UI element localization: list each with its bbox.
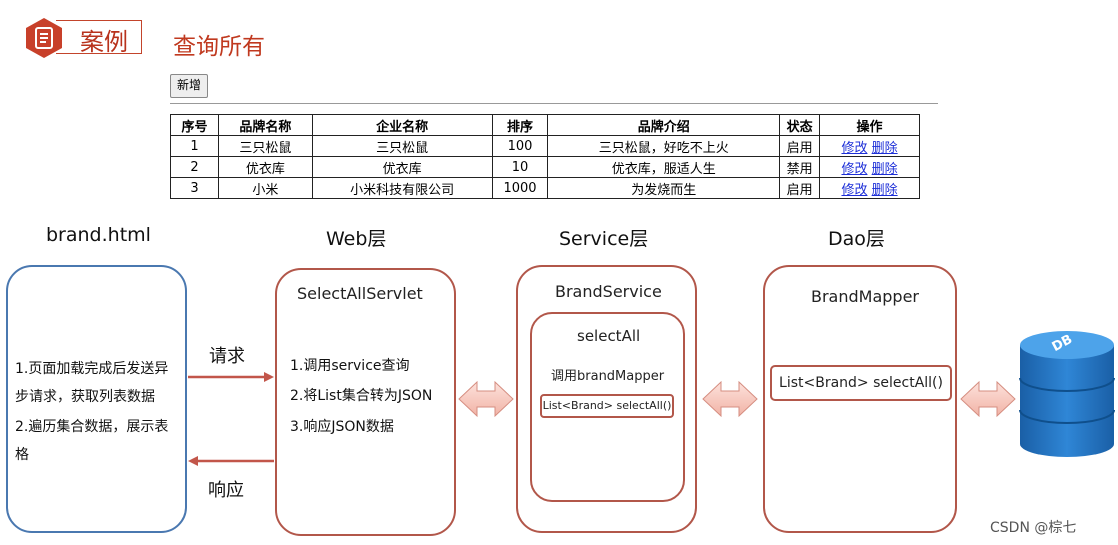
cell-status: 禁用 (779, 156, 821, 178)
request-arrow (188, 372, 274, 382)
response-arrow (188, 456, 274, 466)
divider (170, 103, 938, 104)
cell-status: 启用 (779, 135, 821, 157)
web-step-3: 3.响应JSON数据 (290, 419, 394, 435)
cell-status: 启用 (779, 177, 821, 199)
web-step-1: 1.调用service查询 (290, 358, 410, 374)
cell-id: 3 (170, 177, 219, 199)
edit-link[interactable]: 修改 (841, 140, 868, 156)
add-button[interactable]: 新增 (170, 74, 209, 98)
dao-db-double-arrow (960, 380, 1016, 418)
database-icon (1019, 331, 1115, 457)
brand-table: 序号 品牌名称 企业名称 排序 品牌介绍 状态 操作 1 三只松鼠 三只松鼠 1… (170, 114, 920, 199)
cell-order: 1000 (491, 177, 549, 199)
cell-company: 小米科技有限公司 (311, 177, 493, 199)
web-layer-box (275, 268, 456, 536)
page-title: 查询所有 (173, 34, 265, 60)
dao-layer-box (763, 265, 957, 533)
case-badge-frame (56, 20, 142, 54)
delete-link[interactable]: 删除 (871, 161, 898, 177)
case-badge-icon (26, 18, 62, 58)
service-signature: List<Brand> selectAll() (540, 394, 674, 418)
table-row: 3 小米 小米科技有限公司 1000 为发烧而生 启用 修改 删除 (170, 177, 920, 199)
service-method-box (530, 312, 685, 502)
cell-brand: 小米 (217, 177, 313, 199)
delete-link[interactable]: 删除 (871, 182, 898, 198)
edit-link[interactable]: 修改 (841, 182, 868, 198)
request-label: 请求 (209, 346, 245, 367)
web-step-2: 2.将List集合转为JSON (290, 388, 433, 404)
response-label: 响应 (208, 480, 244, 501)
service-name: BrandService (555, 282, 662, 301)
html-step-1: 1.页面加载完成后发送异 (15, 361, 169, 377)
web-service-double-arrow (458, 380, 514, 418)
layer-title-service: Service层 (559, 228, 649, 250)
html-layer-box (6, 265, 187, 533)
cell-desc: 为发烧而生 (547, 177, 781, 199)
mapper-signature: List<Brand> selectAll() (770, 365, 952, 401)
service-call-text: 调用brandMapper (551, 369, 665, 384)
delete-link[interactable]: 删除 (871, 140, 898, 156)
layer-title-web: Web层 (326, 228, 387, 250)
col-header-status: 状态 (779, 114, 821, 136)
case-badge-label: 案例 (80, 28, 128, 56)
html-step-2-cont: 格 (15, 447, 29, 463)
mapper-name: BrandMapper (811, 287, 919, 306)
service-method-name: selectAll (577, 327, 641, 345)
cell-company: 三只松鼠 (311, 135, 493, 157)
layer-title-dao: Dao层 (828, 228, 885, 250)
layer-title-html: brand.html (46, 224, 151, 246)
html-step-1-cont: 步请求，获取列表数据 (15, 389, 155, 405)
service-layer-box (516, 265, 697, 533)
watermark: CSDN @棕七 (990, 520, 1077, 536)
cell-actions: 修改 删除 (819, 135, 920, 157)
service-dao-double-arrow (702, 380, 758, 418)
col-header-order: 排序 (491, 114, 549, 136)
cell-actions: 修改 删除 (819, 177, 920, 199)
html-step-2: 2.遍历集合数据，展示表 (15, 419, 169, 435)
servlet-name: SelectAllServlet (297, 284, 423, 303)
edit-link[interactable]: 修改 (841, 161, 868, 177)
cell-company: 优衣库 (311, 156, 493, 178)
